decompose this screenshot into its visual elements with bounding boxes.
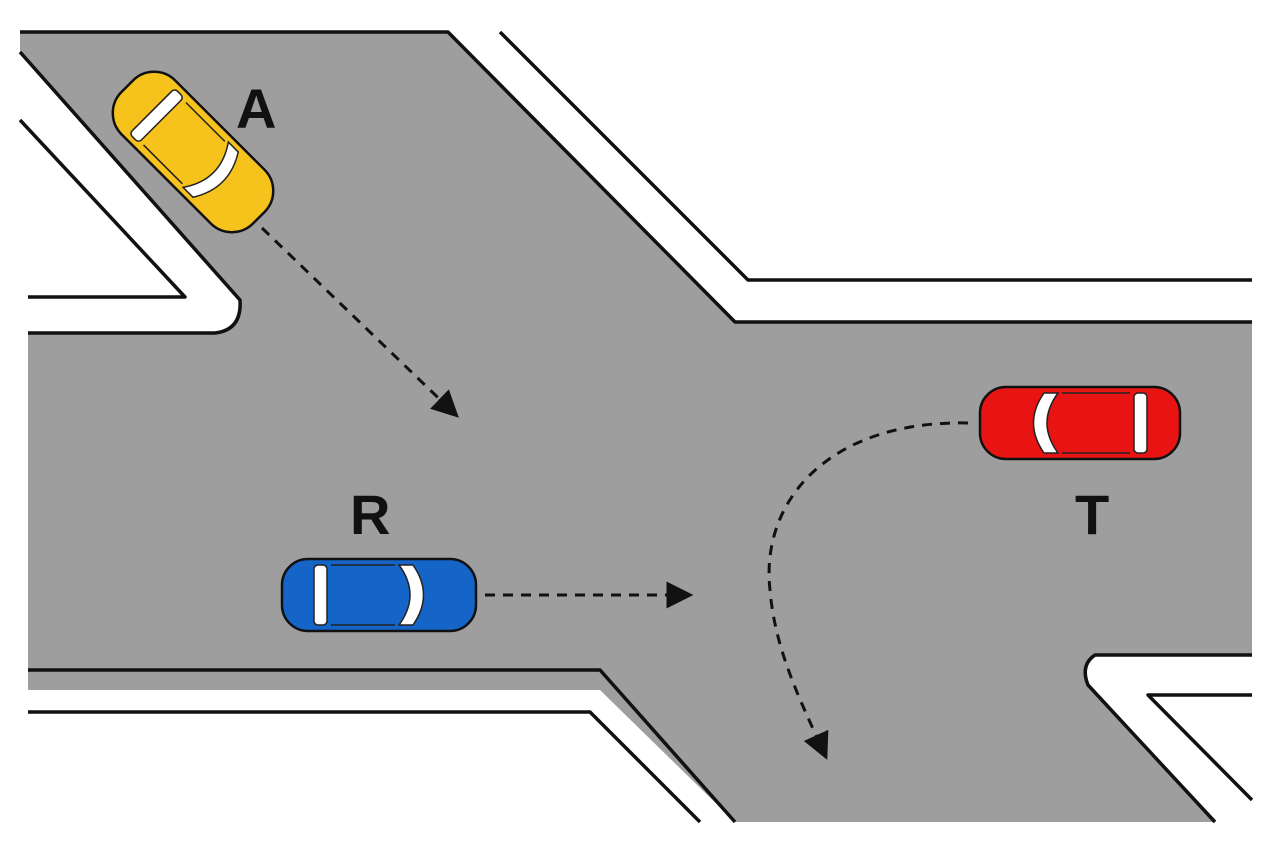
car-t-windshield	[1032, 392, 1060, 454]
car-a	[111, 70, 275, 234]
curb-upper-left-outer	[18, 118, 187, 299]
car-r-body	[280, 557, 478, 633]
curb-lower-right-outer	[1146, 693, 1254, 802]
path-car-t	[767, 421, 969, 760]
car-t-label: T	[1075, 483, 1109, 546]
curb-lines	[18, 30, 1254, 824]
curb-lower-right-inner	[1083, 653, 1252, 824]
car-t	[978, 385, 1182, 461]
car-t-rear-window	[1133, 392, 1148, 454]
car-t-body	[978, 385, 1182, 461]
curb-lower-left-road	[28, 668, 737, 824]
curb-upper-left-road-top	[20, 30, 1252, 324]
car-a-rear-window	[130, 89, 183, 142]
path-car-a	[260, 226, 459, 418]
car-a-windshield	[181, 140, 240, 199]
curb-lower-left-outer	[28, 710, 702, 824]
car-a-label: A	[236, 77, 276, 140]
curb-upper-left-inner	[18, 50, 242, 335]
car-r-label: R	[350, 483, 390, 546]
car-r	[280, 557, 478, 633]
car-r-rear-window	[313, 564, 328, 626]
curb-upper-outer	[498, 30, 1252, 282]
car-r-windshield	[397, 564, 425, 626]
